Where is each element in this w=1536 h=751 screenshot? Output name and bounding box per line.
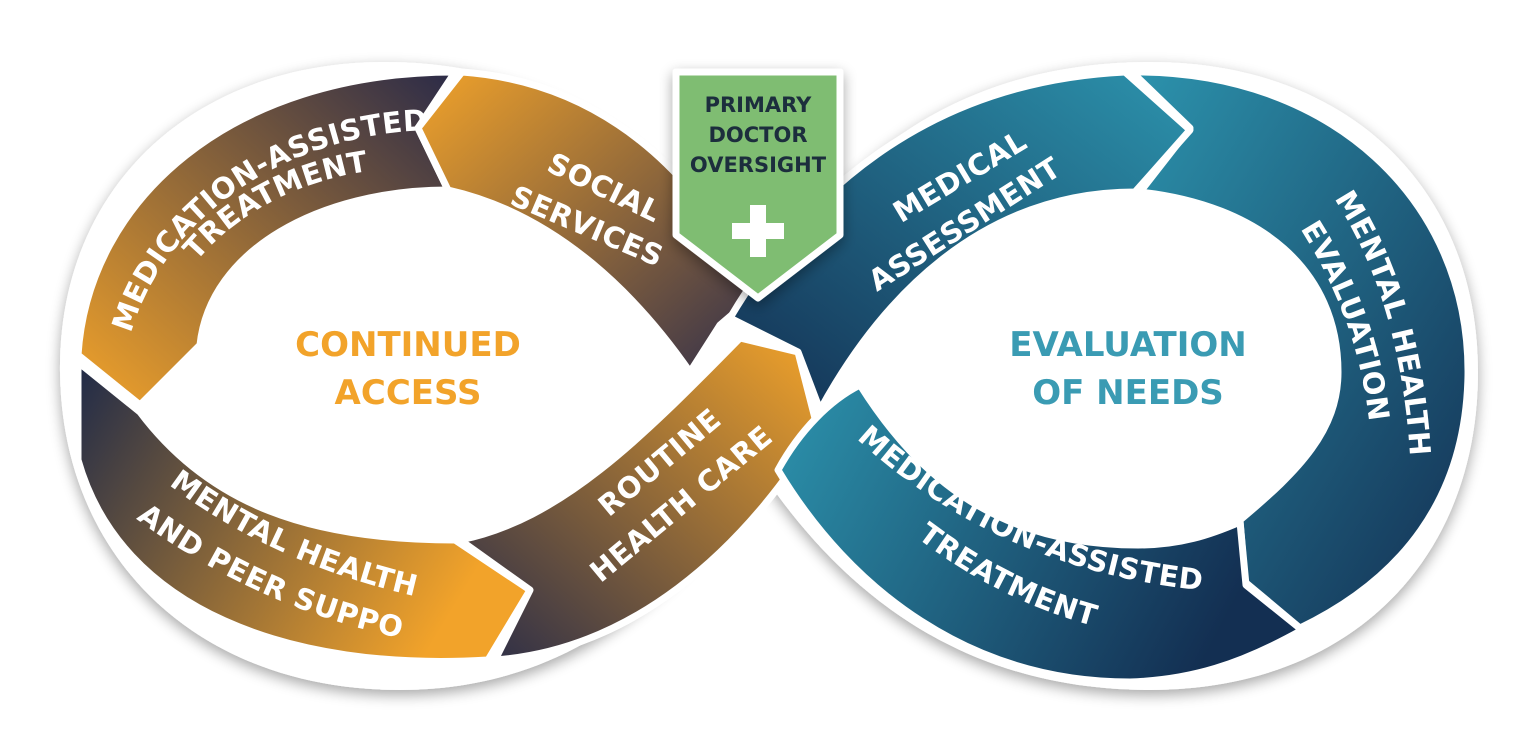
badge-line-doctor: DOCTOR [708,123,807,147]
primary-doctor-oversight-badge: PRIMARY DOCTOR OVERSIGHT [672,68,844,302]
segment-mental-health-peer-support [74,358,534,665]
segment-mental-health-evaluation [1128,68,1472,632]
badge-line-primary: PRIMARY [705,93,813,117]
segment-medication-assisted-right [774,381,1306,686]
continued-access-title: CONTINUED ACCESS [295,325,521,413]
evaluation-line1: EVALUATION [1009,325,1246,365]
continued-access-line1: CONTINUED [295,325,521,365]
continued-access-line2: ACCESS [335,373,482,413]
badge-line-oversight: OVERSIGHT [690,153,827,177]
badge-shape [672,68,844,302]
evaluation-line2: OF NEEDS [1032,373,1224,413]
evaluation-of-needs-title: EVALUATION OF NEEDS [1009,325,1246,413]
plus-cross-icon [732,205,784,257]
segment-medication-assisted-left [74,68,459,409]
